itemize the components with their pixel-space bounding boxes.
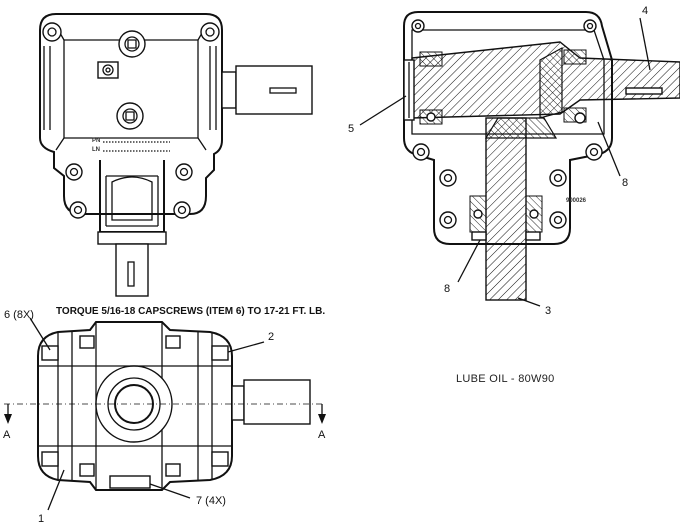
bolt-mid-right xyxy=(175,163,193,181)
top-output-shaft xyxy=(231,379,311,425)
callout-6: 6 (8X) xyxy=(4,309,34,321)
section-bolt-left-2 xyxy=(439,169,457,187)
bearing-left xyxy=(419,51,443,125)
bolt-bottom-left xyxy=(69,201,87,219)
housing-outline xyxy=(39,13,223,215)
leader-8b xyxy=(457,239,481,283)
callout-8a: 8 xyxy=(622,177,628,189)
lube-note: LUBE OIL - 80W90 xyxy=(456,373,555,385)
section-arrow-left xyxy=(4,404,12,424)
leader-7 xyxy=(149,483,191,499)
top-housing xyxy=(37,321,233,491)
torque-note: TORQUE 5/16-18 CAPSCREWS (ITEM 6) TO 17-… xyxy=(56,306,325,317)
leader-6 xyxy=(29,317,51,351)
name-plate: PN LN xyxy=(92,138,170,153)
section-bolt-left-1 xyxy=(412,143,430,161)
section-bolt-right-3 xyxy=(549,211,567,229)
callout-4: 4 xyxy=(642,5,648,17)
leader-5 xyxy=(359,95,407,126)
leader-8a xyxy=(597,121,621,177)
plate-ln: LN xyxy=(92,147,100,153)
front-view: PN LN xyxy=(39,13,313,297)
shaft-keyway xyxy=(625,87,663,95)
bolt-mid-left xyxy=(65,163,83,181)
callout-8b: 8 xyxy=(444,283,450,295)
bolt-top-left xyxy=(42,22,62,42)
bearing-lower xyxy=(469,195,543,233)
section-bolt-top-left xyxy=(411,19,425,33)
callout-5: 5 xyxy=(348,123,354,135)
section-mark-right: A xyxy=(318,429,326,441)
callout-1: 1 xyxy=(38,513,44,525)
vent-plug xyxy=(97,61,119,79)
section-bolt-top-right xyxy=(583,19,597,33)
part-code: 900026 xyxy=(566,198,587,204)
section-mark-left: A xyxy=(3,429,11,441)
drain-plug xyxy=(116,102,144,130)
ring-gear xyxy=(539,46,563,119)
section-bolt-right-2 xyxy=(549,169,567,187)
leader-3 xyxy=(517,297,541,307)
section-arrow-right xyxy=(318,404,326,424)
callout-2: 2 xyxy=(268,331,274,343)
bearing-right xyxy=(563,49,587,124)
leader-4 xyxy=(639,17,651,71)
output-shaft-right xyxy=(221,65,313,115)
leader-1 xyxy=(47,469,65,511)
section-bolt-left-3 xyxy=(439,211,457,229)
plate-pn: PN xyxy=(92,138,100,144)
bolt-top-right xyxy=(200,22,220,42)
side-ribs xyxy=(43,46,217,130)
section-bolt-right-1 xyxy=(585,143,603,161)
callout-7: 7 (4X) xyxy=(196,495,226,507)
bolt-bottom-right xyxy=(173,201,191,219)
lower-seal xyxy=(471,231,541,241)
top-lugs xyxy=(41,335,229,489)
fill-plug xyxy=(118,30,146,58)
callout-3: 3 xyxy=(545,305,551,317)
top-view: A A 6 (8X) 2 1 7 (4X) xyxy=(3,309,326,525)
section-view: 900026 4 5 8 8 3 xyxy=(348,5,680,317)
vertical-shaft xyxy=(485,117,527,301)
leader-2 xyxy=(227,341,265,353)
input-shaft-lower xyxy=(97,160,167,297)
